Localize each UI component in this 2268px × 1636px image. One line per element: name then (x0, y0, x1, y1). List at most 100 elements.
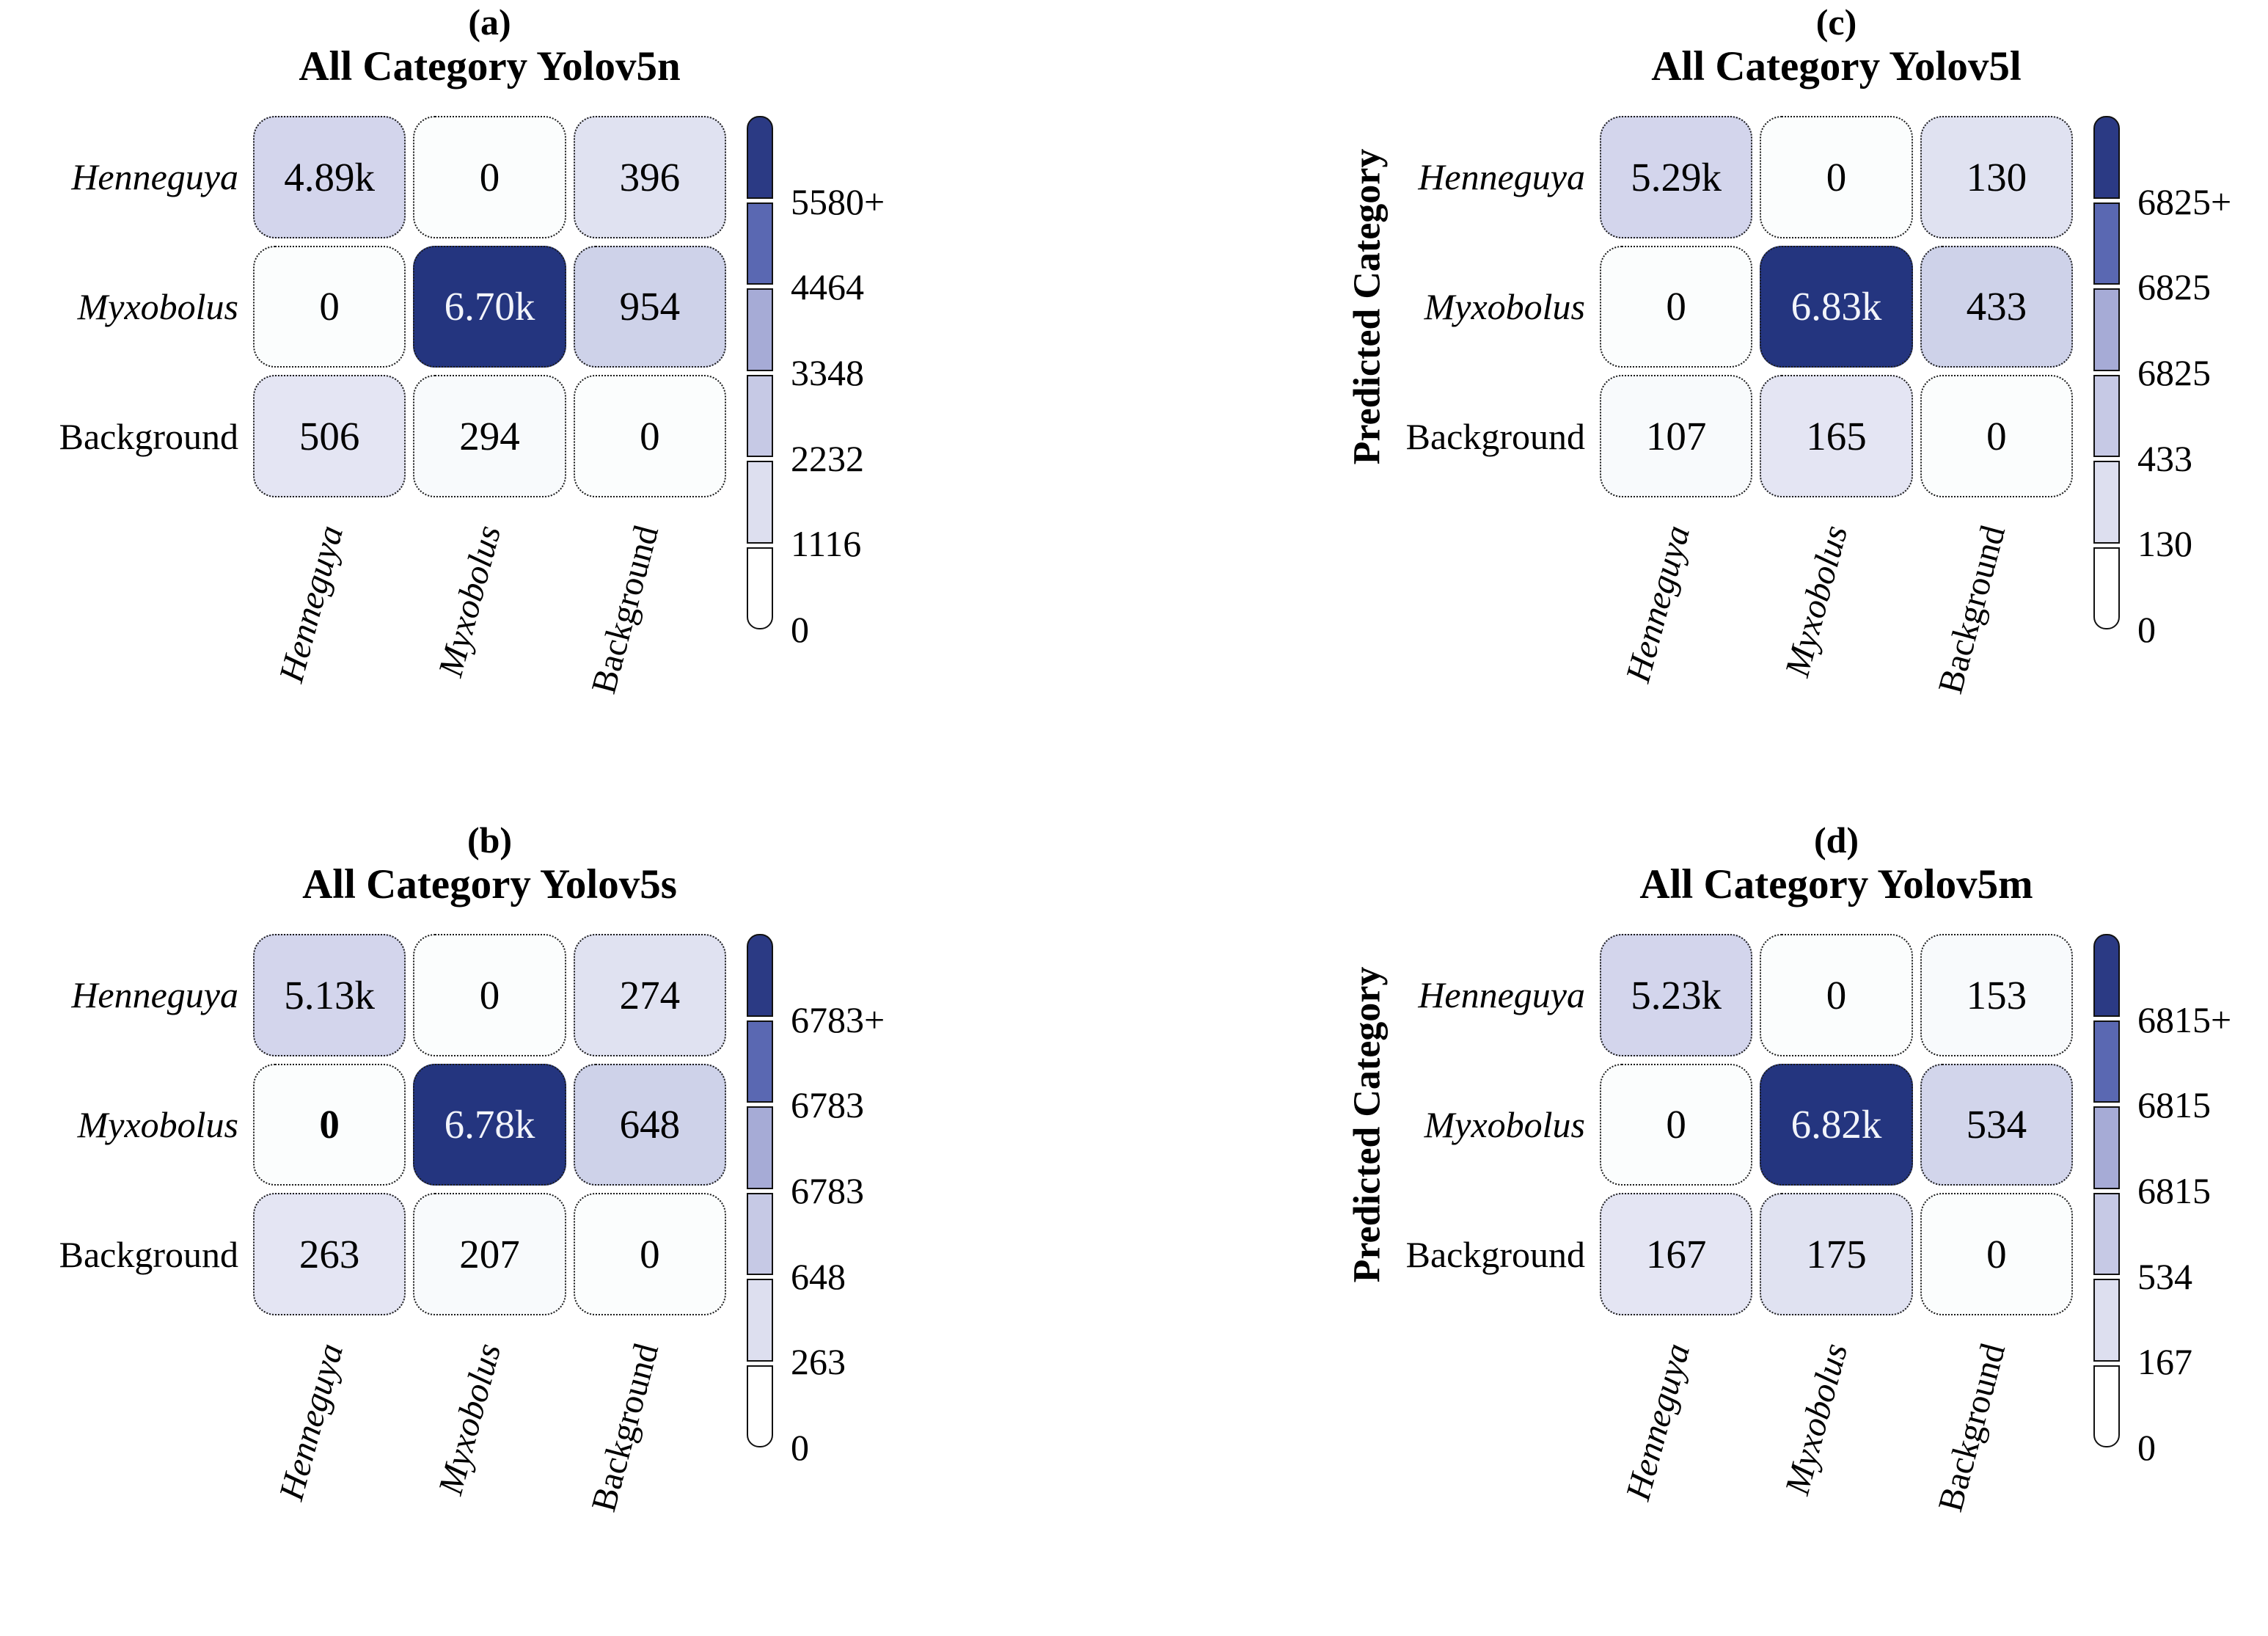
row-label-background: Background (1405, 1233, 1585, 1275)
colorbar-segment (747, 202, 773, 285)
colorbar-segment (747, 934, 773, 1017)
colorbar-tick: 6825+ (2137, 180, 2232, 222)
colorbar-tick: 0 (791, 609, 809, 650)
cell-d-r0-c0: 5.23k (1600, 934, 1753, 1056)
row-label-background: Background (59, 415, 238, 457)
col-label-slot: Background (1915, 1315, 2073, 1636)
colorbar-segment (2093, 1106, 2120, 1189)
cell-b-r2-c0: 263 (253, 1193, 406, 1315)
col-label-slot: Henneguya (1600, 1315, 1757, 1636)
cell-a-r1-c0: 0 (253, 245, 406, 368)
cell-d-r1-c1: 6.82k (1760, 1063, 1913, 1186)
colorbar-segment (2093, 202, 2120, 285)
colorbar-tick: 2232 (791, 437, 864, 479)
predicted-category-label: Predicted Category (1346, 148, 1388, 465)
panel-title: All Category Yolov5l (1651, 43, 2022, 90)
colorbar-segment (2093, 1279, 2120, 1362)
col-label-slot: Background (1915, 497, 2073, 818)
colorbar-segment (747, 1192, 773, 1275)
cell-a-r2-c0: 506 (253, 375, 406, 497)
col-label-myxobolus: Myxobolus (1777, 1339, 1856, 1499)
row-label-myxobolus: Myxobolus (1424, 1104, 1585, 1145)
panel-titles: (d) All Category Yolov5m (1600, 818, 2073, 934)
cell-c-r1-c0: 0 (1600, 245, 1753, 368)
cell-c-r1-c1: 6.83k (1760, 245, 1913, 368)
cell-b-r2-c1: 207 (413, 1193, 566, 1315)
panel-label: (b) (467, 819, 513, 861)
cell-c-r2-c1: 165 (1760, 375, 1913, 497)
colorbar-segment (747, 116, 773, 199)
colorbar-segment (747, 1020, 773, 1103)
cell-a-r2-c1: 294 (413, 375, 566, 497)
col-label-slot: Henneguya (253, 1315, 411, 1636)
col-labels: Henneguya Myxobolus Background (1600, 1315, 2073, 1636)
y-axis-label-container: Predicted Category (1346, 934, 1388, 1315)
cell-a-r0-c2: 396 (573, 116, 726, 238)
cell-a-r1-c2: 954 (573, 245, 726, 368)
cell-d-r0-c2: 153 (1920, 934, 2073, 1056)
cell-c-r0-c0: 5.29k (1600, 116, 1753, 238)
row-label-henneguya: Henneguya (71, 156, 238, 198)
cell-c-r2-c2: 0 (1920, 375, 2073, 497)
colorbar-tick: 534 (2137, 1255, 2192, 1297)
colorbar-tick: 263 (791, 1341, 846, 1383)
row-label-henneguya: Henneguya (1418, 156, 1585, 198)
cell-d-r2-c2: 0 (1920, 1193, 2073, 1315)
row-label-myxobolus: Myxobolus (77, 286, 238, 327)
cell-b-r0-c1: 0 (413, 934, 566, 1056)
colorbar-tick: 0 (791, 1427, 809, 1468)
row-label-background: Background (1405, 415, 1585, 457)
colorbar-segment (2093, 374, 2120, 457)
col-label-background: Background (1931, 521, 2013, 698)
colorbar-tick: 130 (2137, 523, 2192, 565)
colorbar-segment (747, 1106, 773, 1189)
panel-title: All Category Yolov5s (302, 861, 677, 908)
cell-c-r2-c0: 107 (1600, 375, 1753, 497)
y-axis-label-container: Predicted Category (1346, 116, 1388, 497)
colorbar-segment (2093, 934, 2120, 1017)
cell-c-r0-c1: 0 (1760, 116, 1913, 238)
cell-d-r0-c1: 0 (1760, 934, 1913, 1056)
colorbar-segment (2093, 461, 2120, 544)
col-label-henneguya: Henneguya (271, 1339, 351, 1505)
colorbar-tick: 433 (2137, 437, 2192, 479)
cell-b-r0-c0: 5.13k (253, 934, 406, 1056)
col-label-background: Background (584, 1339, 667, 1516)
cell-a-r0-c0: 4.89k (253, 116, 406, 238)
cell-b-r0-c2: 274 (573, 934, 726, 1056)
col-label-slot: Henneguya (253, 497, 411, 818)
colorbar-segment (747, 547, 773, 629)
col-label-myxobolus: Myxobolus (1777, 521, 1856, 681)
colorbar-segment (2093, 1365, 2120, 1447)
colorbar-tick: 4464 (791, 266, 864, 308)
cell-d-r2-c1: 175 (1760, 1193, 1913, 1315)
colorbar-segment (2093, 116, 2120, 199)
colorbar-tick: 6783+ (791, 998, 885, 1040)
cell-d-r2-c0: 167 (1600, 1193, 1753, 1315)
cell-b-r1-c1: 6.78k (413, 1063, 566, 1186)
predicted-category-label: Predicted Category (1346, 966, 1388, 1283)
y-axis-label-container (0, 116, 40, 497)
colorbar-tick: 6783 (791, 1084, 864, 1126)
col-label-henneguya: Henneguya (1618, 1339, 1698, 1505)
colorbar-tick: 0 (2137, 1427, 2156, 1468)
panel-c: (c) All Category Yolov5l Predicted Categ… (1134, 0, 2268, 818)
cell-d-r1-c0: 0 (1600, 1063, 1753, 1186)
cell-a-r2-c2: 0 (573, 375, 726, 497)
col-label-slot: Myxobolus (411, 497, 568, 818)
colorbar-tick: 1116 (791, 523, 862, 565)
panel-label: (c) (1815, 1, 1857, 43)
colorbar-tick: 6825 (2137, 266, 2211, 308)
colorbar (747, 116, 773, 629)
colorbar-tick: 167 (2137, 1341, 2192, 1383)
